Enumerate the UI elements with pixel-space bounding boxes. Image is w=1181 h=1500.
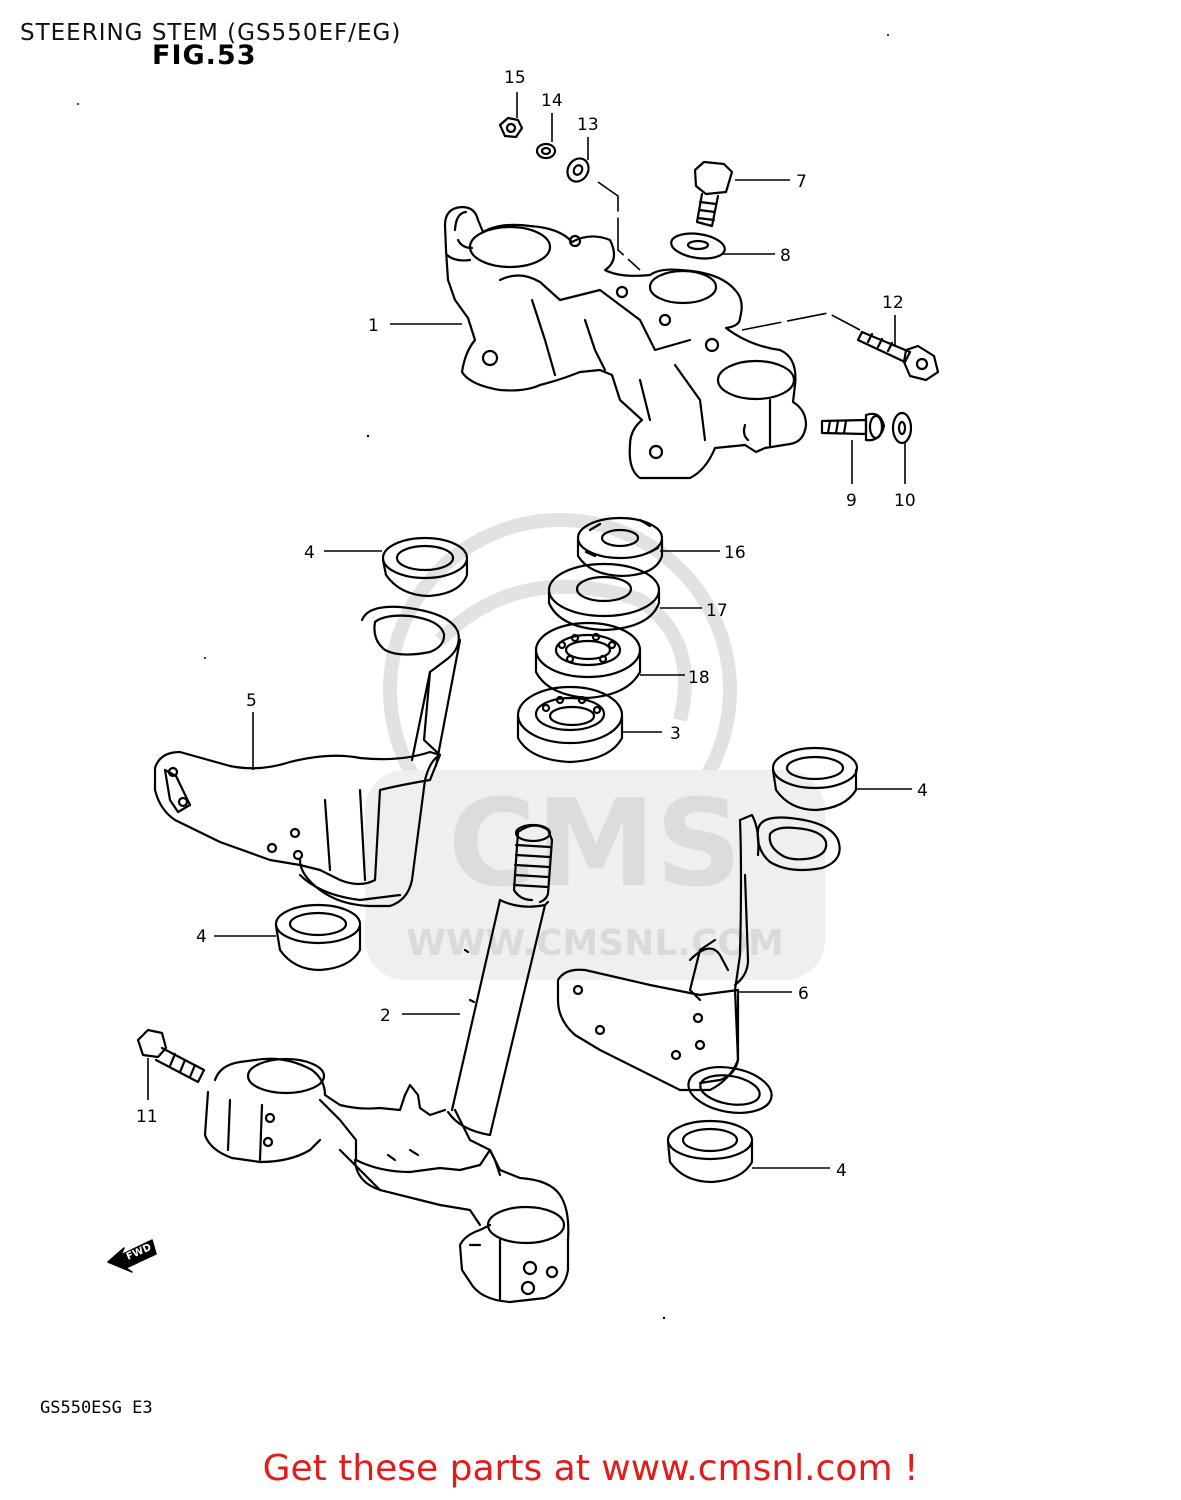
callout-9: 9	[846, 491, 857, 511]
leader-lines	[147, 92, 912, 1169]
callout-15: 15	[504, 68, 526, 88]
part-2-steering-stem	[446, 823, 554, 1137]
watermark-url: WWW.CMSNL.COM	[406, 923, 784, 964]
watermark-helmet-visor	[435, 579, 692, 722]
watermark	[365, 513, 825, 980]
callout-7: 7	[796, 172, 807, 192]
callout-6: 6	[798, 984, 809, 1004]
part-4-cover-right-top	[771, 746, 859, 812]
page-title: STEERING STEM (GS550EF/EG)	[20, 20, 402, 46]
part-4-cover-left-bottom	[274, 903, 362, 972]
part-9-bolt	[820, 412, 886, 442]
watermark-logo-text: CMS	[448, 775, 742, 914]
callout-11: 11	[136, 1107, 158, 1127]
leader-12-dash	[741, 312, 861, 331]
part-4-cover-left-top	[381, 536, 469, 598]
watermark-banner	[365, 770, 825, 980]
part-14-lock-washer	[535, 142, 557, 160]
callout-10: 10	[894, 491, 916, 511]
callout-17: 17	[706, 601, 728, 621]
callout-3: 3	[670, 724, 681, 744]
part-4-cover-right-bottom	[666, 1119, 754, 1184]
figure-label: FIG.53	[152, 40, 257, 71]
part-13-washer	[566, 157, 590, 183]
part-5-headlight-bracket-left	[153, 605, 462, 908]
callout-1: 1	[368, 316, 379, 336]
leader-13-dash	[597, 181, 641, 271]
part-15-nut	[498, 116, 524, 139]
callout-5: 5	[246, 691, 257, 711]
callout-8: 8	[780, 246, 791, 266]
part-10-washer	[891, 411, 913, 445]
callout-2: 2	[380, 1006, 391, 1026]
callout-12: 12	[882, 293, 904, 313]
part-3-bearing	[516, 685, 624, 764]
callout-4-left-bottom: 4	[196, 927, 207, 947]
callout-16: 16	[724, 543, 746, 563]
part-11-bolt	[136, 1028, 206, 1084]
part-16-stem-nut	[576, 516, 664, 578]
part-7-bolt	[693, 160, 734, 228]
scan-specks	[77, 34, 889, 1320]
callout-4-right-top: 4	[917, 781, 928, 801]
part-6-headlight-bracket-right	[556, 813, 841, 1114]
part-18-bearing	[534, 621, 642, 700]
parts-diagram: CMS WWW.CMSNL.COM	[77, 34, 940, 1320]
fwd-arrow-icon	[107, 1239, 157, 1273]
callout-4-left-top: 4	[304, 543, 315, 563]
callout-labels: 15 14 13 7 8 1 12 9 10 16 17 18 3 4 5 4 …	[136, 68, 928, 1181]
callout-18: 18	[688, 668, 710, 688]
part-1-upper-bracket	[443, 205, 808, 480]
call-to-action-link[interactable]: Get these parts at www.cmsnl.com !	[262, 1448, 919, 1489]
callout-4-right-bottom: 4	[836, 1161, 847, 1181]
part-12-bolt	[856, 330, 940, 382]
callout-14: 14	[541, 91, 563, 111]
model-code: GS550ESG E3	[40, 1398, 153, 1418]
callout-13: 13	[577, 115, 599, 135]
part-2-lower-bracket	[203, 1057, 570, 1304]
part-17-dust-seal	[547, 562, 661, 632]
part-8-washer	[670, 232, 726, 260]
